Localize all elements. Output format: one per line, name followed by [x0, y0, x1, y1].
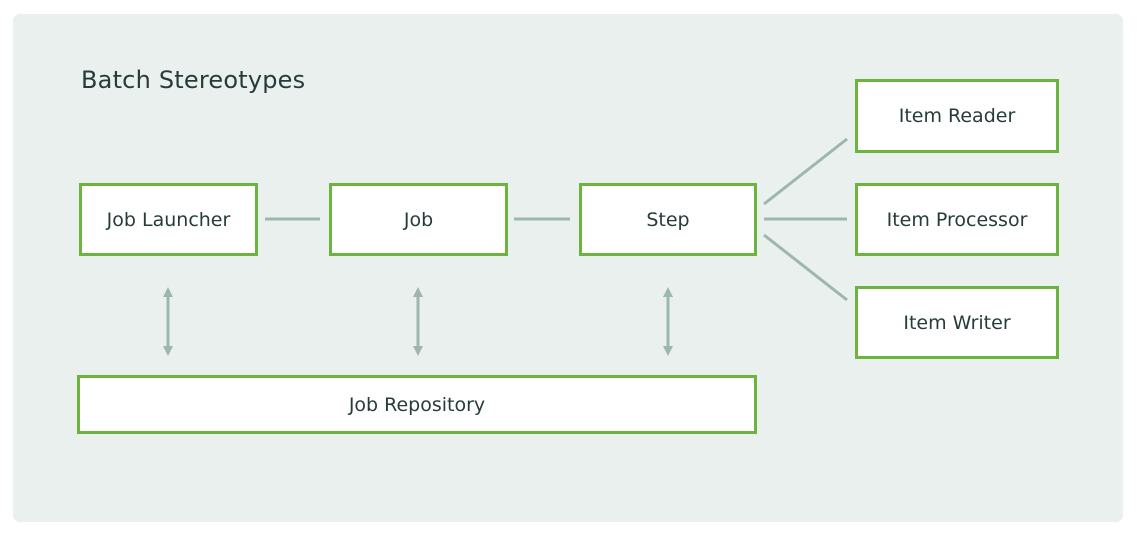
node-item-reader: Item Reader — [855, 79, 1059, 153]
diagram-title: Batch Stereotypes — [81, 66, 306, 94]
node-job: Job — [329, 183, 508, 256]
edge-step-item-reader — [763, 137, 848, 206]
node-step: Step — [579, 183, 757, 256]
node-job-repository: Job Repository — [77, 375, 757, 434]
node-job-launcher: Job Launcher — [79, 183, 258, 256]
edge-step-item-writer — [763, 233, 848, 302]
node-item-processor: Item Processor — [855, 183, 1059, 256]
node-item-writer: Item Writer — [855, 286, 1059, 359]
